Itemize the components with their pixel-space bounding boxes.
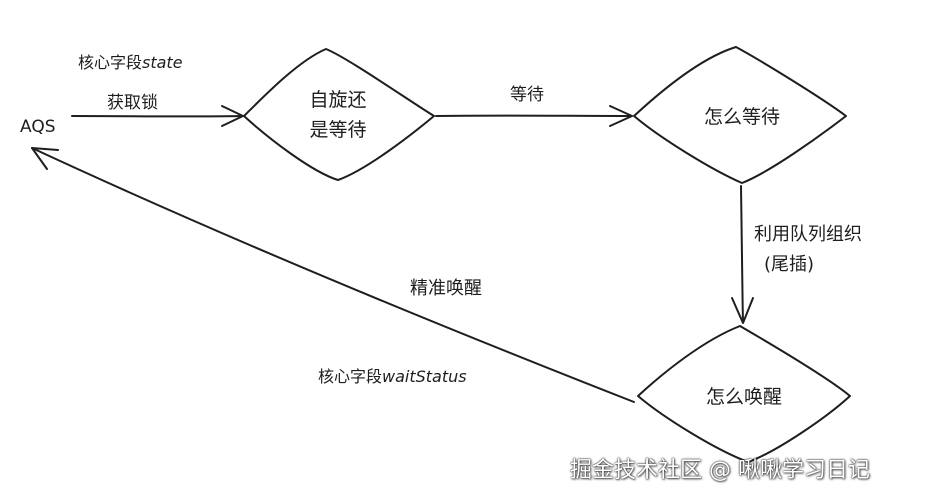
node-spin-label-line1: 自旋还: [309, 89, 366, 111]
watermark: 掘金技术社区 @ 啾啾学习日记: [570, 458, 870, 483]
decision-how-to-wake: [637, 325, 851, 463]
note-state-field: 核心字段state: [78, 53, 183, 72]
edge-queue-label-line1: 利用队列组织: [754, 224, 862, 245]
arrowhead-wait-to-wake: [731, 297, 754, 324]
node-how-to-wait-label: 怎么等待: [704, 106, 780, 128]
decision-how-to-wait: [633, 46, 847, 184]
arrowhead-spin-to-wait: [609, 105, 633, 127]
node-aqs-label: AQS: [20, 117, 56, 137]
edge-wait-label: 等待: [510, 85, 544, 105]
arrow-wait-to-wake: [740, 185, 744, 323]
arrowhead-aqs-to-spin: [221, 105, 244, 127]
decision-spin-or-wait: [243, 48, 435, 181]
edge-queue-label-line2: (尾插): [764, 254, 814, 275]
edge-acquire-lock-label: 获取锁: [107, 93, 158, 113]
node-how-to-wake-label: 怎么唤醒: [706, 386, 782, 408]
note-wait-status-field: 核心字段waitStatus: [318, 367, 467, 386]
node-spin-label-line2: 是等待: [309, 119, 366, 141]
arrowhead-wake-to-aqs: [31, 147, 59, 170]
arrow-wake-to-aqs: [31, 147, 635, 403]
edge-precise-wake-label: 精准唤醒: [410, 278, 482, 299]
